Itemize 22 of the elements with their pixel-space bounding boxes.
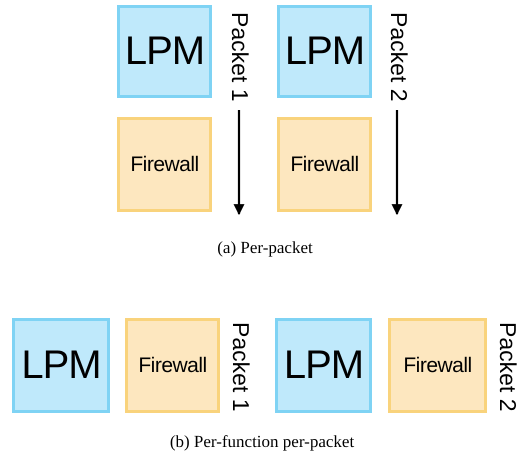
function-name: LPM — [284, 29, 364, 74]
packet-label: Packet 2 — [387, 12, 410, 102]
lpm-box — [275, 318, 372, 413]
firewall-box — [117, 117, 212, 212]
function-name: LPM — [124, 29, 204, 74]
firewall-box — [277, 117, 372, 212]
packet-label: Packet 2 — [496, 322, 519, 412]
lpm-box — [117, 5, 212, 98]
function-name: Firewall — [138, 354, 207, 378]
function-name: Firewall — [130, 152, 199, 176]
function-name: LPM — [284, 343, 364, 388]
subfigure-caption: (b) Per-function per-packet — [170, 432, 354, 452]
packet-label: Packet 1 — [229, 322, 252, 412]
lpm-box — [277, 5, 372, 98]
subfigure-caption: (a) Per-packet — [217, 238, 313, 258]
function-name: LPM — [21, 343, 101, 388]
function-name: Firewall — [290, 152, 359, 176]
firewall-box — [388, 318, 487, 413]
packet-label: Packet 1 — [228, 12, 251, 102]
function-name: Firewall — [403, 354, 472, 378]
firewall-box — [125, 318, 220, 413]
lpm-box — [12, 318, 110, 413]
